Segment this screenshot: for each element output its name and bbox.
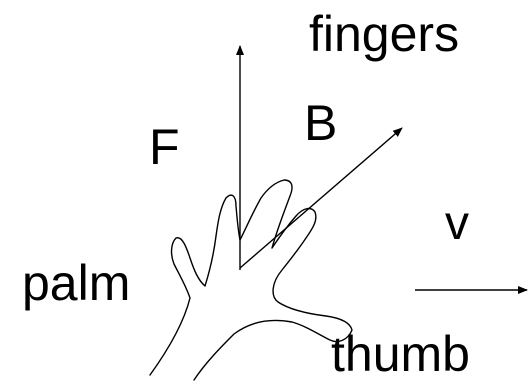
thumb-label: thumb xyxy=(331,329,470,379)
hand-outline xyxy=(150,180,352,380)
velocity-label: v xyxy=(445,200,469,248)
palm-label: palm xyxy=(22,258,130,308)
fingers-label: fingers xyxy=(309,9,459,59)
force-label: F xyxy=(149,122,180,172)
magnetic-field-label: B xyxy=(304,98,337,148)
